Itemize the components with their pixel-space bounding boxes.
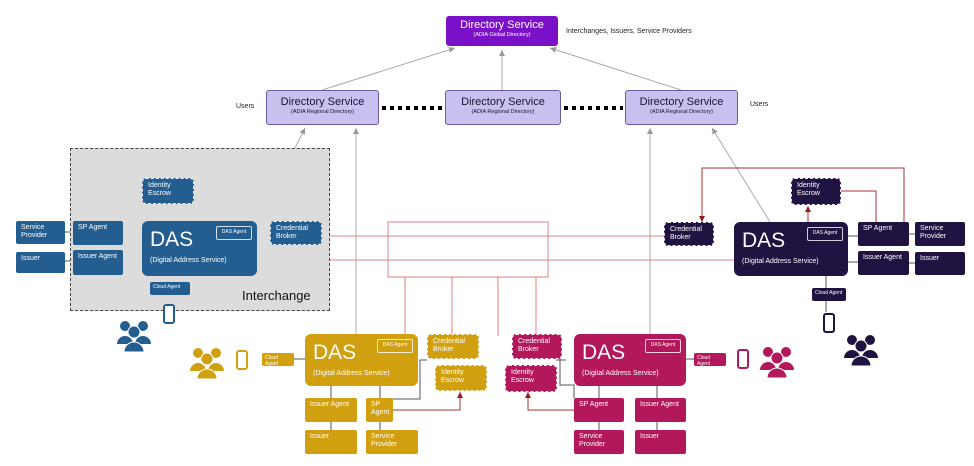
regional-directory-title: Directory Service <box>461 96 545 108</box>
cloud-agent-magenta[interactable]: Cloud Agent <box>694 353 726 367</box>
users-icon-navy <box>844 335 878 366</box>
cloud-agent-blue[interactable]: Cloud Agent <box>150 282 190 295</box>
phone-icon-gold <box>236 350 248 370</box>
regional-directory-title: Directory Service <box>280 96 365 108</box>
phone-icon-blue <box>163 304 175 324</box>
service-provider-blue[interactable]: Service Provider <box>16 221 65 244</box>
das-subtitle: (Digital Address Service) <box>582 370 659 377</box>
cloud-agent-gold[interactable]: Cloud Agent <box>262 353 294 367</box>
global-directory-note: Interchanges, Issuers, Service Providers <box>566 28 692 35</box>
credential-broker-blue[interactable]: Credential Broker <box>270 221 322 245</box>
regional-directory-left[interactable]: Directory Service (ADIA Regional Directo… <box>266 90 379 125</box>
global-directory-subtitle: (ADIA Global Directory) <box>473 32 531 38</box>
service-provider-navy[interactable]: Service Provider <box>915 222 965 246</box>
das-subtitle: (Digital Address Service) <box>313 370 390 377</box>
regional-directory-subtitle: (ADIA Regional Directory) <box>471 109 535 115</box>
das-title: DAS <box>150 228 194 251</box>
users-label-left: Users <box>236 103 255 110</box>
issuer-agent-gold[interactable]: Issuer Agent <box>305 398 357 422</box>
regional-directory-subtitle: (ADIA Regional Directory) <box>650 109 713 115</box>
service-provider-magenta[interactable]: Service Provider <box>574 430 624 454</box>
regional-directory-title: Directory Service <box>639 96 724 108</box>
credential-broker-gold[interactable]: Credential Broker <box>427 334 479 359</box>
interchange-label: Interchange <box>242 288 311 303</box>
regional-directory-right[interactable]: Directory Service (ADIA Regional Directo… <box>625 90 738 125</box>
global-directory-service[interactable]: Directory Service (ADIA Global Directory… <box>446 16 558 46</box>
users-icon-magenta <box>760 347 794 378</box>
service-provider-gold[interactable]: Service Provider <box>366 430 418 454</box>
sp-agent-navy[interactable]: SP Agent <box>858 222 909 246</box>
das-gold[interactable]: DAS (Digital Address Service) DAS Agent <box>305 334 418 386</box>
identity-escrow-gold[interactable]: Identity Escrow <box>435 365 487 391</box>
issuer-navy[interactable]: Issuer <box>915 252 965 275</box>
das-agent-tag: DAS Agent <box>645 339 681 353</box>
regional-directory-subtitle: (ADIA Regional Directory) <box>291 109 354 115</box>
sp-agent-gold[interactable]: SP Agent <box>366 398 393 422</box>
das-agent-tag: DAS Agent <box>216 226 252 240</box>
das-magenta[interactable]: DAS (Digital Address Service) DAS Agent <box>574 334 686 386</box>
identity-escrow-magenta[interactable]: Identity Escrow <box>505 365 557 392</box>
das-navy[interactable]: DAS (Digital Address Service) DAS Agent <box>734 222 848 276</box>
das-agent-tag: DAS Agent <box>807 227 843 241</box>
issuer-agent-blue[interactable]: Issuer Agent <box>73 250 123 275</box>
cloud-agent-navy[interactable]: Cloud Agent <box>812 288 846 301</box>
credential-broker-magenta[interactable]: Credential Broker <box>512 334 562 359</box>
regional-directory-center[interactable]: Directory Service (ADIA Regional Directo… <box>445 90 561 125</box>
identity-escrow-navy[interactable]: Identity Escrow <box>791 178 841 205</box>
issuer-agent-navy[interactable]: Issuer Agent <box>858 251 909 275</box>
issuer-gold[interactable]: Issuer <box>305 430 357 454</box>
das-title: DAS <box>582 341 626 364</box>
das-subtitle: (Digital Address Service) <box>150 257 227 264</box>
issuer-agent-magenta[interactable]: Issuer Agent <box>635 398 686 422</box>
das-title: DAS <box>313 341 357 364</box>
global-directory-title: Directory Service <box>460 19 544 31</box>
das-subtitle: (Digital Address Service) <box>742 258 819 265</box>
issuer-magenta[interactable]: Issuer <box>635 430 686 454</box>
users-icon-gold <box>190 348 224 379</box>
sp-agent-blue[interactable]: SP Agent <box>73 221 123 245</box>
phone-icon-navy <box>823 313 835 333</box>
users-label-right: Users <box>750 101 769 108</box>
das-title: DAS <box>742 229 786 252</box>
das-agent-tag: DAS Agent <box>377 339 413 353</box>
phone-icon-magenta <box>737 349 749 369</box>
users-icon-blue <box>117 321 151 352</box>
identity-escrow-blue[interactable]: Identity Escrow <box>142 178 194 204</box>
credential-broker-navy[interactable]: Credential Broker <box>664 222 714 246</box>
issuer-blue[interactable]: Issuer <box>16 252 65 273</box>
sp-agent-magenta[interactable]: SP Agent <box>574 398 624 422</box>
das-blue[interactable]: DAS (Digital Address Service) DAS Agent <box>142 221 257 276</box>
